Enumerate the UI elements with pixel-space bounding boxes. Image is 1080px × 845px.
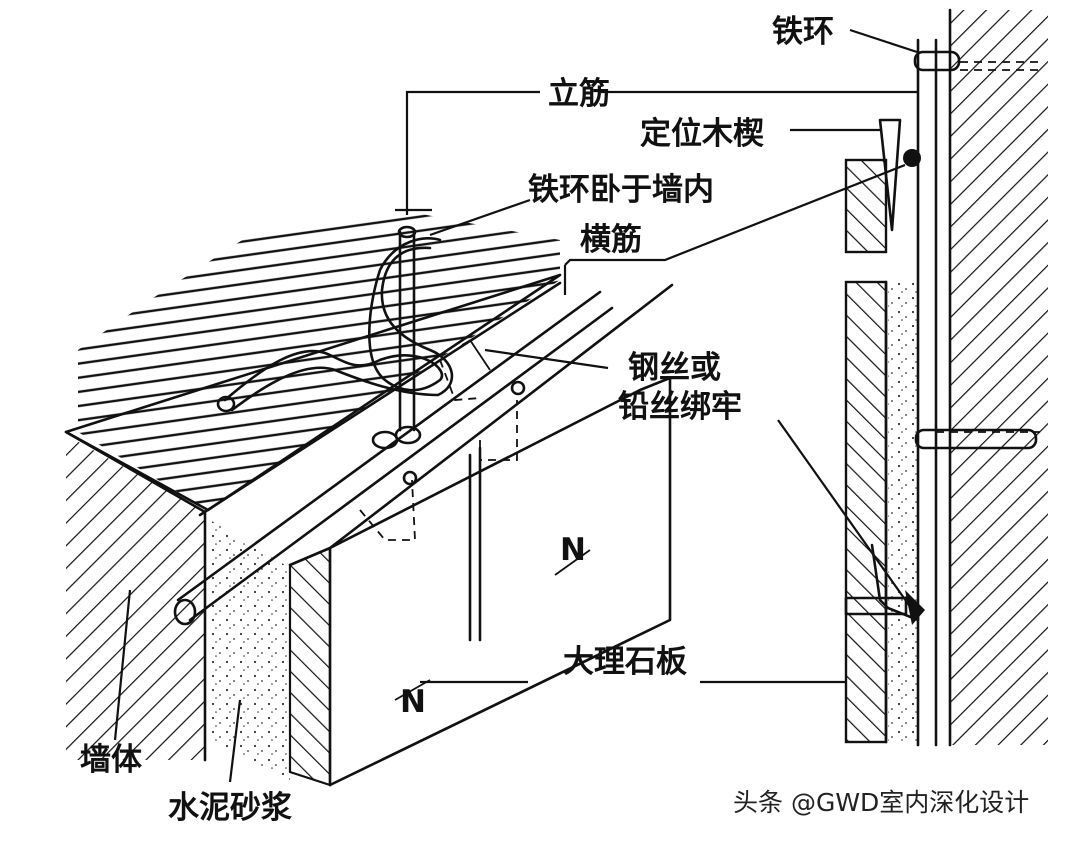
section-wall [950,10,1048,745]
section-tie-knot-upper [903,149,921,167]
label-marble-slab: 大理石板 [563,644,687,680]
section-mark-upper: N [560,532,586,568]
label-wood-wedge: 定位木楔 [640,116,764,152]
section-marble-slab [844,280,888,744]
label-iron-ring: 铁环 [772,14,834,50]
cement-mortar [210,520,290,780]
wall-top-surface [78,210,560,510]
label-cement-mortar: 水泥砂浆 [168,790,292,826]
label-vertical-bar: 立筋 [548,76,610,112]
label-wire-line1: 钢丝或 [628,350,721,386]
horizontal-bar [173,290,614,626]
label-horizontal-bar: 横筋 [580,222,642,258]
isometric-view: N N [64,210,674,787]
wall-body [66,435,205,760]
label-wall-body: 墙体 [80,742,142,778]
section-mark-lower: N [400,684,426,720]
watermark-text: 头条 @GWD室内深化设计 [733,788,1029,817]
label-wire-line2: 铅丝绑牢 [618,389,742,425]
section-iron-ring [913,50,961,72]
section-view [844,8,1048,747]
marble-slab-front [288,546,332,787]
iron-ring-hook [223,237,444,402]
label-ring-in-wall: 铁环卧于墙内 [528,172,714,208]
leader-lines [113,28,918,783]
labels: 铁环 立筋 定位木楔 铁环卧于墙内 横筋 钢丝或 铅丝绑牢 大理石板 墙体 水泥… [80,14,1029,826]
